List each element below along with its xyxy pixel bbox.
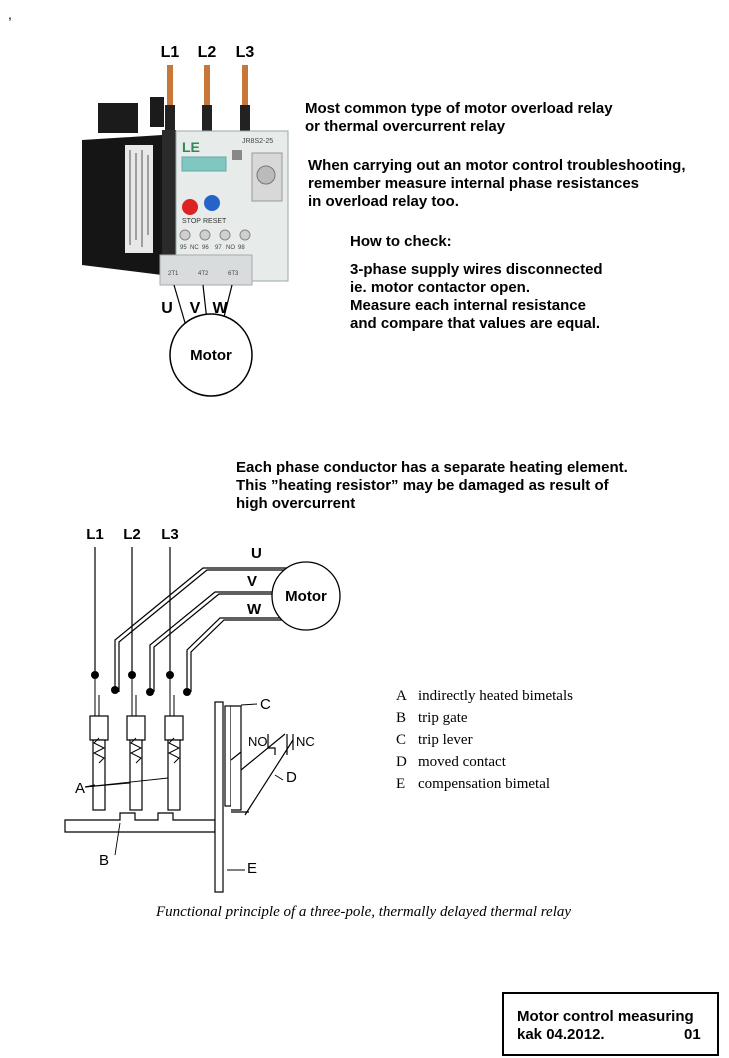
junction-dots — [91, 671, 191, 696]
heater-zigzags — [92, 675, 181, 764]
terminal-mark-2t1: 2T1 — [168, 271, 179, 277]
lever-assembly — [214, 701, 294, 893]
relay-output-v: V — [190, 300, 201, 317]
contact-no-label: NO — [248, 734, 268, 749]
heating-line-2: This ”heating resistor” may be damaged a… — [236, 477, 609, 494]
troubleshoot-text: When carrying out an motor control troub… — [308, 157, 686, 211]
how-to-line-2: ie. motor contactor open. — [350, 279, 531, 296]
schematic-phase-l1: L1 — [86, 526, 104, 543]
legend-key-d: D — [396, 754, 407, 770]
legend-text-a: indirectly heated bimetals — [418, 688, 573, 704]
relay-photo: L1 L2 L3 LE JR8S2-25 — [82, 44, 289, 397]
schematic-output-v: V — [247, 573, 257, 590]
thermal-relay-schematic: L1 L2 L3 U V W Motor — [64, 526, 341, 893]
footer-meta: kak 04.2012. 01 — [517, 1026, 717, 1044]
heating-line-1: Each phase conductor has a separate heat… — [236, 459, 628, 476]
footer-page-number: 01 — [684, 1026, 701, 1043]
how-to-line-3: Measure each internal resistance — [350, 297, 586, 314]
schematic-output-w: W — [247, 601, 262, 618]
heating-text: Each phase conductor has a separate heat… — [236, 459, 628, 513]
intro-text: Most common type of motor overload relay… — [305, 100, 613, 136]
schematic-motor-label: Motor — [285, 588, 327, 605]
marker-c: C — [260, 696, 271, 713]
marker-b: B — [99, 852, 109, 869]
contact-mark-97: 97 — [215, 245, 222, 251]
relay-terminal-l1: L1 — [161, 44, 180, 61]
schematic-phase-l3: L3 — [161, 526, 179, 543]
relay-housing: LE JR8S2-25 STOP RESET 95 NC 96 97 NO 98… — [82, 97, 289, 286]
terminal-mark-4t2: 4T2 — [198, 271, 209, 277]
marker-leaders — [84, 703, 284, 871]
relay-terminal-l3: L3 — [236, 44, 255, 61]
marker-a: A — [75, 780, 85, 797]
troubleshoot-line-3: in overload relay too. — [308, 193, 459, 210]
relay-brand: LE — [182, 139, 200, 155]
legend-text-c: trip lever — [418, 732, 473, 748]
schematic-output-u: U — [251, 545, 262, 562]
contact-nc-label: NC — [296, 734, 315, 749]
diagram-caption: Functional principle of a three-pole, th… — [156, 904, 572, 920]
supply-lines — [94, 547, 300, 692]
contact-mark-98: 98 — [238, 245, 245, 251]
contact-mark-96: 96 — [202, 245, 209, 251]
contact-mark-95: 95 — [180, 245, 187, 251]
how-to-title: How to check: — [350, 233, 452, 250]
contact-mark-no: NO — [226, 245, 235, 251]
legend-key-a: A — [396, 688, 407, 704]
relay-model: JR8S2-25 — [242, 138, 273, 145]
stop-label: STOP — [182, 218, 201, 225]
legend-text-b: trip gate — [418, 710, 468, 726]
contact-mark-nc: NC — [190, 245, 199, 251]
corner-mark: , — [8, 6, 12, 22]
intro-line-2: or thermal overcurrent relay — [305, 118, 506, 135]
reset-label: RESET — [203, 218, 227, 225]
schematic-phase-l2: L2 — [123, 526, 141, 543]
terminal-mark-6t3: 6T3 — [228, 271, 239, 277]
relay-motor-circle — [169, 313, 253, 397]
relay-output-u: U — [161, 300, 173, 317]
troubleshoot-line-1: When carrying out an motor control troub… — [308, 157, 686, 174]
troubleshoot-line-2: remember measure internal phase resistan… — [308, 175, 640, 192]
copper-pins — [165, 65, 250, 135]
relay-motor-label: Motor — [190, 347, 232, 364]
intro-line-1: Most common type of motor overload relay — [305, 100, 613, 117]
how-to-steps: 3-phase supply wires disconnected ie. mo… — [350, 261, 603, 333]
legend-text-e: compensation bimetal — [418, 776, 551, 792]
how-to-line-4: and compare that values are equal. — [350, 315, 601, 332]
marker-e: E — [247, 860, 257, 877]
footer-title: Motor control measuring — [517, 1008, 694, 1025]
schematic-motor-circle — [271, 561, 341, 631]
how-to-line-1: 3-phase supply wires disconnected — [350, 261, 603, 278]
marker-d: D — [286, 769, 297, 786]
legend-text-d: moved contact — [418, 754, 506, 770]
contact-symbols — [267, 734, 294, 755]
relay-output-w: W — [212, 300, 228, 317]
legend-key-e: E — [396, 776, 406, 792]
footer-box: Motor control measuring kak 04.2012. 01 — [502, 992, 719, 1056]
trip-gate-bar — [64, 812, 216, 833]
legend-key-c: C — [396, 732, 407, 748]
relay-terminal-l2: L2 — [198, 44, 217, 61]
footer-author-date: kak 04.2012. — [517, 1026, 605, 1043]
legend-key-b: B — [396, 710, 407, 726]
heating-line-3: high overcurrent — [236, 495, 356, 512]
